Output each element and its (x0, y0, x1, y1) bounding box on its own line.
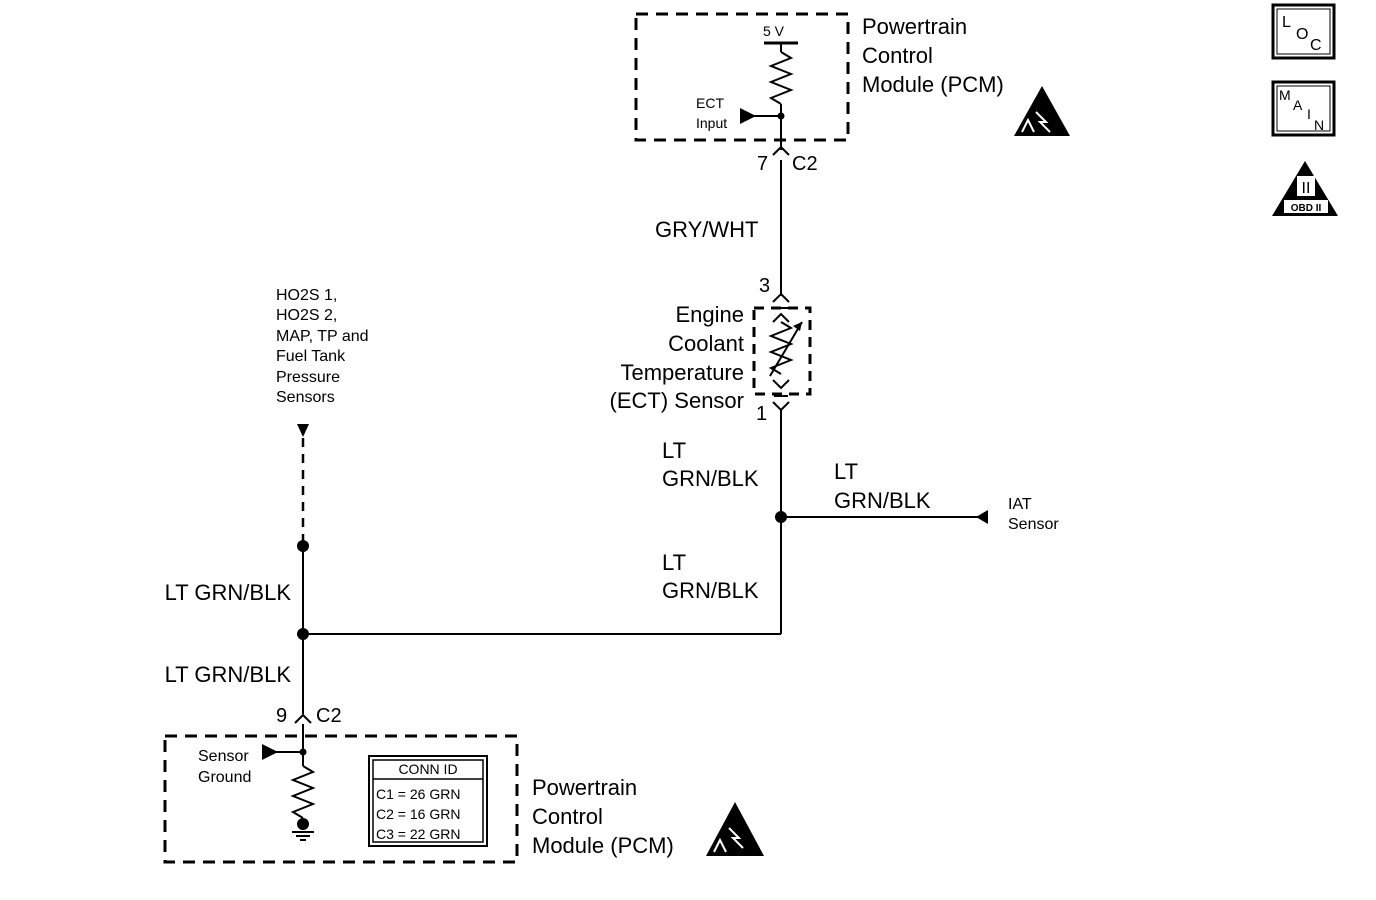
wire-vertical-lower-label: LT (662, 550, 686, 575)
conn-id-row: C1 = 26 GRN (376, 786, 460, 802)
sensor-ground-label-line2: Ground (198, 769, 251, 786)
obd-ii-text: OBD II (1291, 203, 1322, 214)
other-sensors-label-line2: HO2S 2, (276, 307, 337, 324)
obd-ii-icon: II OBD II (1272, 161, 1338, 216)
loc-badge: L O C (1271, 3, 1336, 60)
pcm-bottom: 9 C2 Sensor Ground CONN ID C1 = 26 GRN C… (163, 705, 764, 864)
ect-sensor-label-line2: Coolant (668, 331, 744, 356)
ect-sensor-top-connector (772, 292, 790, 303)
iat-sensor-label-line2: Sensor (1008, 516, 1059, 533)
main-badge-letter: N (1314, 117, 1324, 133)
wire-below-ect-label: LT (662, 438, 686, 463)
ect-sensor-label-line4: (ECT) Sensor (610, 388, 744, 413)
ect-sensor-label-line3: Temperature (620, 360, 744, 385)
wire-to-iat-label-line2: GRN/BLK (834, 488, 931, 513)
main-badge: M A I N (1271, 80, 1336, 137)
pcm-bottom-pin-chevron (294, 713, 312, 724)
loc-badge-letter: L (1282, 14, 1291, 31)
iat-connector-arrow (976, 510, 988, 524)
ect-input-label: ECT (696, 95, 724, 111)
main-badge-letter: M (1279, 87, 1291, 103)
pcm-bottom-title-line2: Control (532, 804, 603, 829)
conn-id-header: CONN ID (398, 761, 457, 777)
esd-warning-icon (1014, 86, 1070, 136)
ect-sensor: 3 1 Engine Coolant Temperature (ECT) Sen… (610, 275, 812, 425)
conn-id-table: CONN ID C1 = 26 GRN C2 = 16 GRN C3 = 22 … (368, 755, 488, 847)
other-sensors-label: HO2S 1, (276, 287, 337, 304)
loc-badge-letter: C (1310, 37, 1322, 54)
pcm-top-voltage: 5 V (763, 23, 785, 39)
wire-vertical-lower-label-line2: GRN/BLK (662, 578, 759, 603)
pcm-top: 5 V ECT Input 7 C2 Powertrain Control Mo… (634, 12, 1070, 175)
ect-sensor-pin-top: 3 (759, 275, 770, 297)
other-sensors-label-line3: MAP, TP and (276, 328, 369, 345)
ect-thermistor-variable-arrow (769, 321, 803, 377)
pcm-top-pin-chevron (772, 145, 790, 156)
pcm-top-title-line2: Control (862, 43, 933, 68)
other-sensors-label-line6: Sensors (276, 389, 335, 406)
other-sensors-arrow (297, 424, 309, 437)
pcm-bottom-resistor (290, 765, 316, 819)
loc-badge-letter: O (1296, 26, 1308, 43)
iat-sensor-label: IAT (1008, 496, 1032, 513)
pcm-top-title: Powertrain (862, 14, 967, 39)
pcm-top-title-line3: Module (PCM) (862, 72, 1004, 97)
main-badge-letter: I (1307, 106, 1311, 122)
pcm-top-pullup-resistor (768, 51, 794, 105)
ect-sensor-label: Engine (675, 302, 744, 327)
pcm-top-pin: 7 (757, 153, 768, 175)
wire-gry-wht-label: GRY/WHT (655, 217, 758, 242)
esd-warning-icon (706, 802, 764, 856)
pcm-bottom-connector: C2 (316, 705, 342, 727)
ect-thermistor (768, 321, 794, 375)
conn-id-row: C2 = 16 GRN (376, 806, 460, 822)
conn-id-row: C3 = 22 GRN (376, 826, 460, 842)
ground-icon (292, 818, 314, 841)
main-badge-letter: A (1293, 97, 1303, 113)
wire-below-ect-label-line2: GRN/BLK (662, 466, 759, 491)
wire-left-lower-label: LT GRN/BLK (165, 662, 292, 687)
ect-sensor-pin-bottom: 1 (756, 403, 767, 425)
ect-input-label-line2: Input (696, 115, 727, 131)
other-sensors-label-line5: Pressure (276, 369, 340, 386)
wire-to-iat-label: LT (834, 459, 858, 484)
pcm-bottom-title: Powertrain (532, 775, 637, 800)
obd-ii-numeral: II (1302, 180, 1311, 197)
pcm-top-connector: C2 (792, 153, 818, 175)
pcm-bottom-title-line3: Module (PCM) (532, 833, 674, 858)
pcm-top-boundary (634, 12, 850, 142)
ect-sensor-boundary (752, 306, 812, 396)
other-sensors-label-line4: Fuel Tank (276, 348, 346, 365)
wire-left-upper-label: LT GRN/BLK (165, 580, 292, 605)
sensor-ground-label: Sensor (198, 748, 249, 765)
ect-sensor-bottom-connector (772, 401, 790, 412)
pcm-bottom-pin: 9 (276, 705, 287, 727)
